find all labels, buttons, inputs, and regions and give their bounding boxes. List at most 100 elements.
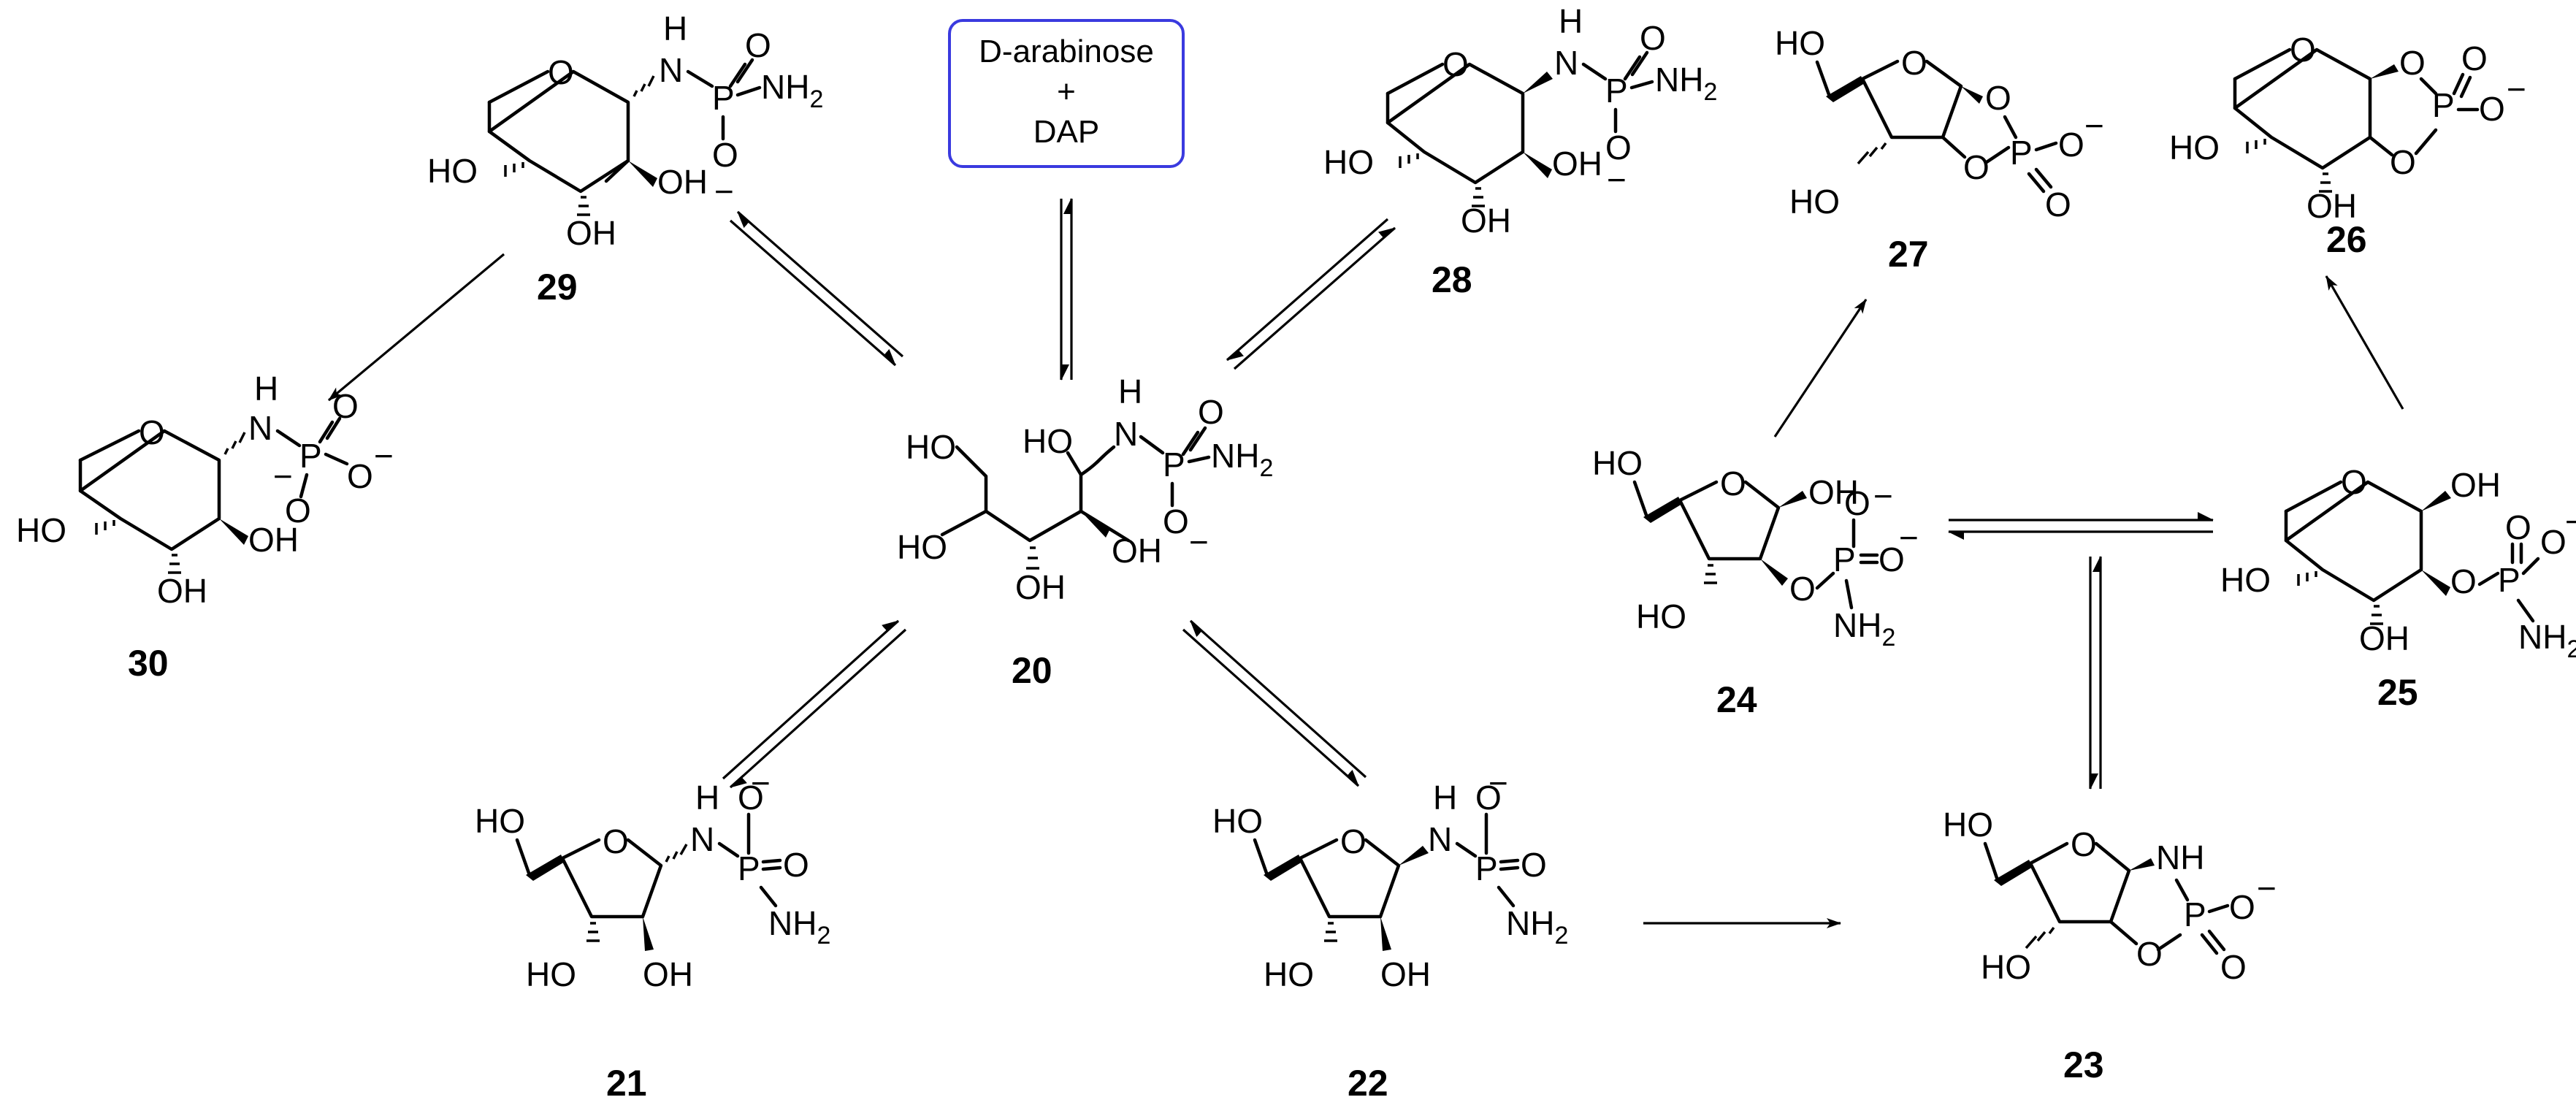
svg-text:O: O	[2071, 825, 2097, 863]
svg-text:O: O	[783, 846, 809, 884]
svg-text:−: −	[1607, 161, 1627, 199]
hashed-bond	[223, 432, 246, 455]
svg-text:H: H	[663, 9, 687, 47]
svg-text:H: H	[1118, 372, 1142, 410]
svg-text:NH2: NH2	[1655, 61, 1717, 106]
hashed-bond	[1857, 142, 1887, 165]
svg-text:HO: HO	[1943, 806, 1993, 844]
svg-text:H: H	[1433, 779, 1457, 817]
svg-text:O: O	[1163, 503, 1189, 540]
svg-text:HO: HO	[16, 511, 66, 549]
svg-text:NH2: NH2	[1211, 437, 1273, 482]
compound-label-23: 23	[2063, 1044, 2104, 1085]
svg-text:HO: HO	[2220, 561, 2271, 599]
svg-text:HO: HO	[1592, 444, 1643, 482]
svg-text:−: −	[2565, 503, 2576, 540]
svg-text:P: P	[1163, 446, 1185, 484]
svg-text:O: O	[712, 136, 738, 174]
svg-text:O: O	[1879, 540, 1905, 578]
svg-text:P: P	[1475, 849, 1498, 887]
svg-text:NH2: NH2	[768, 904, 830, 950]
compound-27: HO O O P O − O O HO 27	[1775, 24, 2104, 275]
svg-text:O: O	[1442, 45, 1469, 83]
svg-text:O: O	[2341, 463, 2367, 501]
svg-text:OH: OH	[2306, 187, 2357, 225]
svg-text:HO: HO	[897, 528, 947, 566]
svg-text:O: O	[1963, 148, 1990, 186]
equilibrium-arrow-box-20	[1060, 198, 1073, 381]
svg-text:O: O	[2058, 126, 2084, 164]
svg-text:NH: NH	[2156, 838, 2204, 876]
compound-label-24: 24	[1716, 679, 1757, 720]
svg-text:OH: OH	[1112, 532, 1162, 570]
svg-text:O: O	[1475, 779, 1502, 817]
svg-text:OH: OH	[1380, 955, 1431, 993]
svg-text:−: −	[374, 437, 394, 475]
svg-text:−: −	[2084, 107, 2104, 145]
svg-text:O: O	[2045, 186, 2071, 223]
svg-text:O: O	[2290, 31, 2316, 69]
compound-label-28: 28	[1432, 259, 1472, 300]
svg-text:OH: OH	[1461, 202, 1511, 240]
compound-label-29: 29	[537, 267, 578, 307]
svg-text:O: O	[1985, 79, 2011, 117]
svg-text:N: N	[659, 51, 683, 89]
svg-text:O: O	[1901, 44, 1927, 82]
svg-text:O: O	[1340, 822, 1367, 860]
svg-text:O: O	[1844, 484, 1870, 522]
svg-text:H: H	[254, 370, 278, 408]
svg-text:P: P	[1833, 540, 1856, 578]
svg-text:OH: OH	[643, 955, 693, 993]
svg-text:O: O	[603, 822, 629, 860]
svg-text:O: O	[2390, 143, 2416, 181]
svg-text:P: P	[738, 849, 760, 887]
svg-text:O: O	[2461, 39, 2488, 77]
box-line-plus: +	[1057, 74, 1076, 110]
compound-label-27: 27	[1888, 234, 1929, 275]
compound-20: HO HO OH OH HO N H P O NH2 O − 20	[897, 372, 1273, 691]
svg-text:H: H	[695, 779, 719, 817]
svg-text:O: O	[738, 779, 764, 817]
svg-text:HO: HO	[1789, 183, 1840, 221]
svg-text:−: −	[1488, 764, 1508, 802]
compound-30: O N H P O O − O − OH OH HO 30	[16, 370, 394, 684]
svg-text:O: O	[1198, 393, 1224, 431]
svg-text:O: O	[347, 457, 373, 495]
svg-text:OH: OH	[1808, 473, 1859, 511]
svg-text:HO: HO	[1775, 24, 1825, 62]
svg-text:O: O	[1605, 129, 1632, 167]
svg-text:HO: HO	[1023, 422, 1073, 460]
equilibrium-arrow-23-24	[2089, 556, 2102, 790]
svg-text:−: −	[714, 172, 734, 210]
svg-text:P: P	[2184, 895, 2206, 933]
arrow-29-30	[327, 253, 505, 402]
svg-text:O: O	[1640, 19, 1666, 57]
svg-text:HO: HO	[1323, 143, 1374, 181]
svg-text:−: −	[1873, 477, 1893, 515]
hashed-bond	[2370, 605, 2383, 625]
svg-text:O: O	[139, 413, 165, 451]
compound-23: HO O NH P O − O O HO 23	[1943, 806, 2277, 1085]
svg-text:−: −	[2507, 70, 2526, 108]
hashed-bond	[1026, 546, 1039, 570]
svg-text:HO: HO	[1212, 802, 1263, 840]
compound-25: O OH O P O O − NH2 OH HO 25	[2220, 463, 2576, 713]
svg-text:N: N	[248, 409, 272, 447]
svg-text:HO: HO	[1264, 955, 1314, 993]
svg-text:OH: OH	[657, 163, 708, 201]
svg-text:OH: OH	[2359, 619, 2409, 657]
compound-label-20: 20	[1012, 650, 1052, 691]
svg-text:OH: OH	[566, 214, 616, 252]
equilibrium-arrow-24-25	[1948, 512, 2214, 540]
svg-text:OH: OH	[248, 521, 299, 559]
svg-text:OH: OH	[157, 572, 207, 610]
arrow-25-26	[2325, 275, 2404, 410]
compound-label-25: 25	[2377, 672, 2418, 713]
svg-text:OH: OH	[1015, 568, 1066, 606]
svg-text:NH2: NH2	[2518, 618, 2576, 663]
svg-text:NH2: NH2	[1833, 606, 1895, 652]
svg-text:P: P	[2010, 134, 2033, 172]
svg-text:P: P	[299, 437, 322, 475]
svg-text:OH: OH	[2450, 466, 2501, 504]
svg-text:O: O	[745, 26, 771, 64]
